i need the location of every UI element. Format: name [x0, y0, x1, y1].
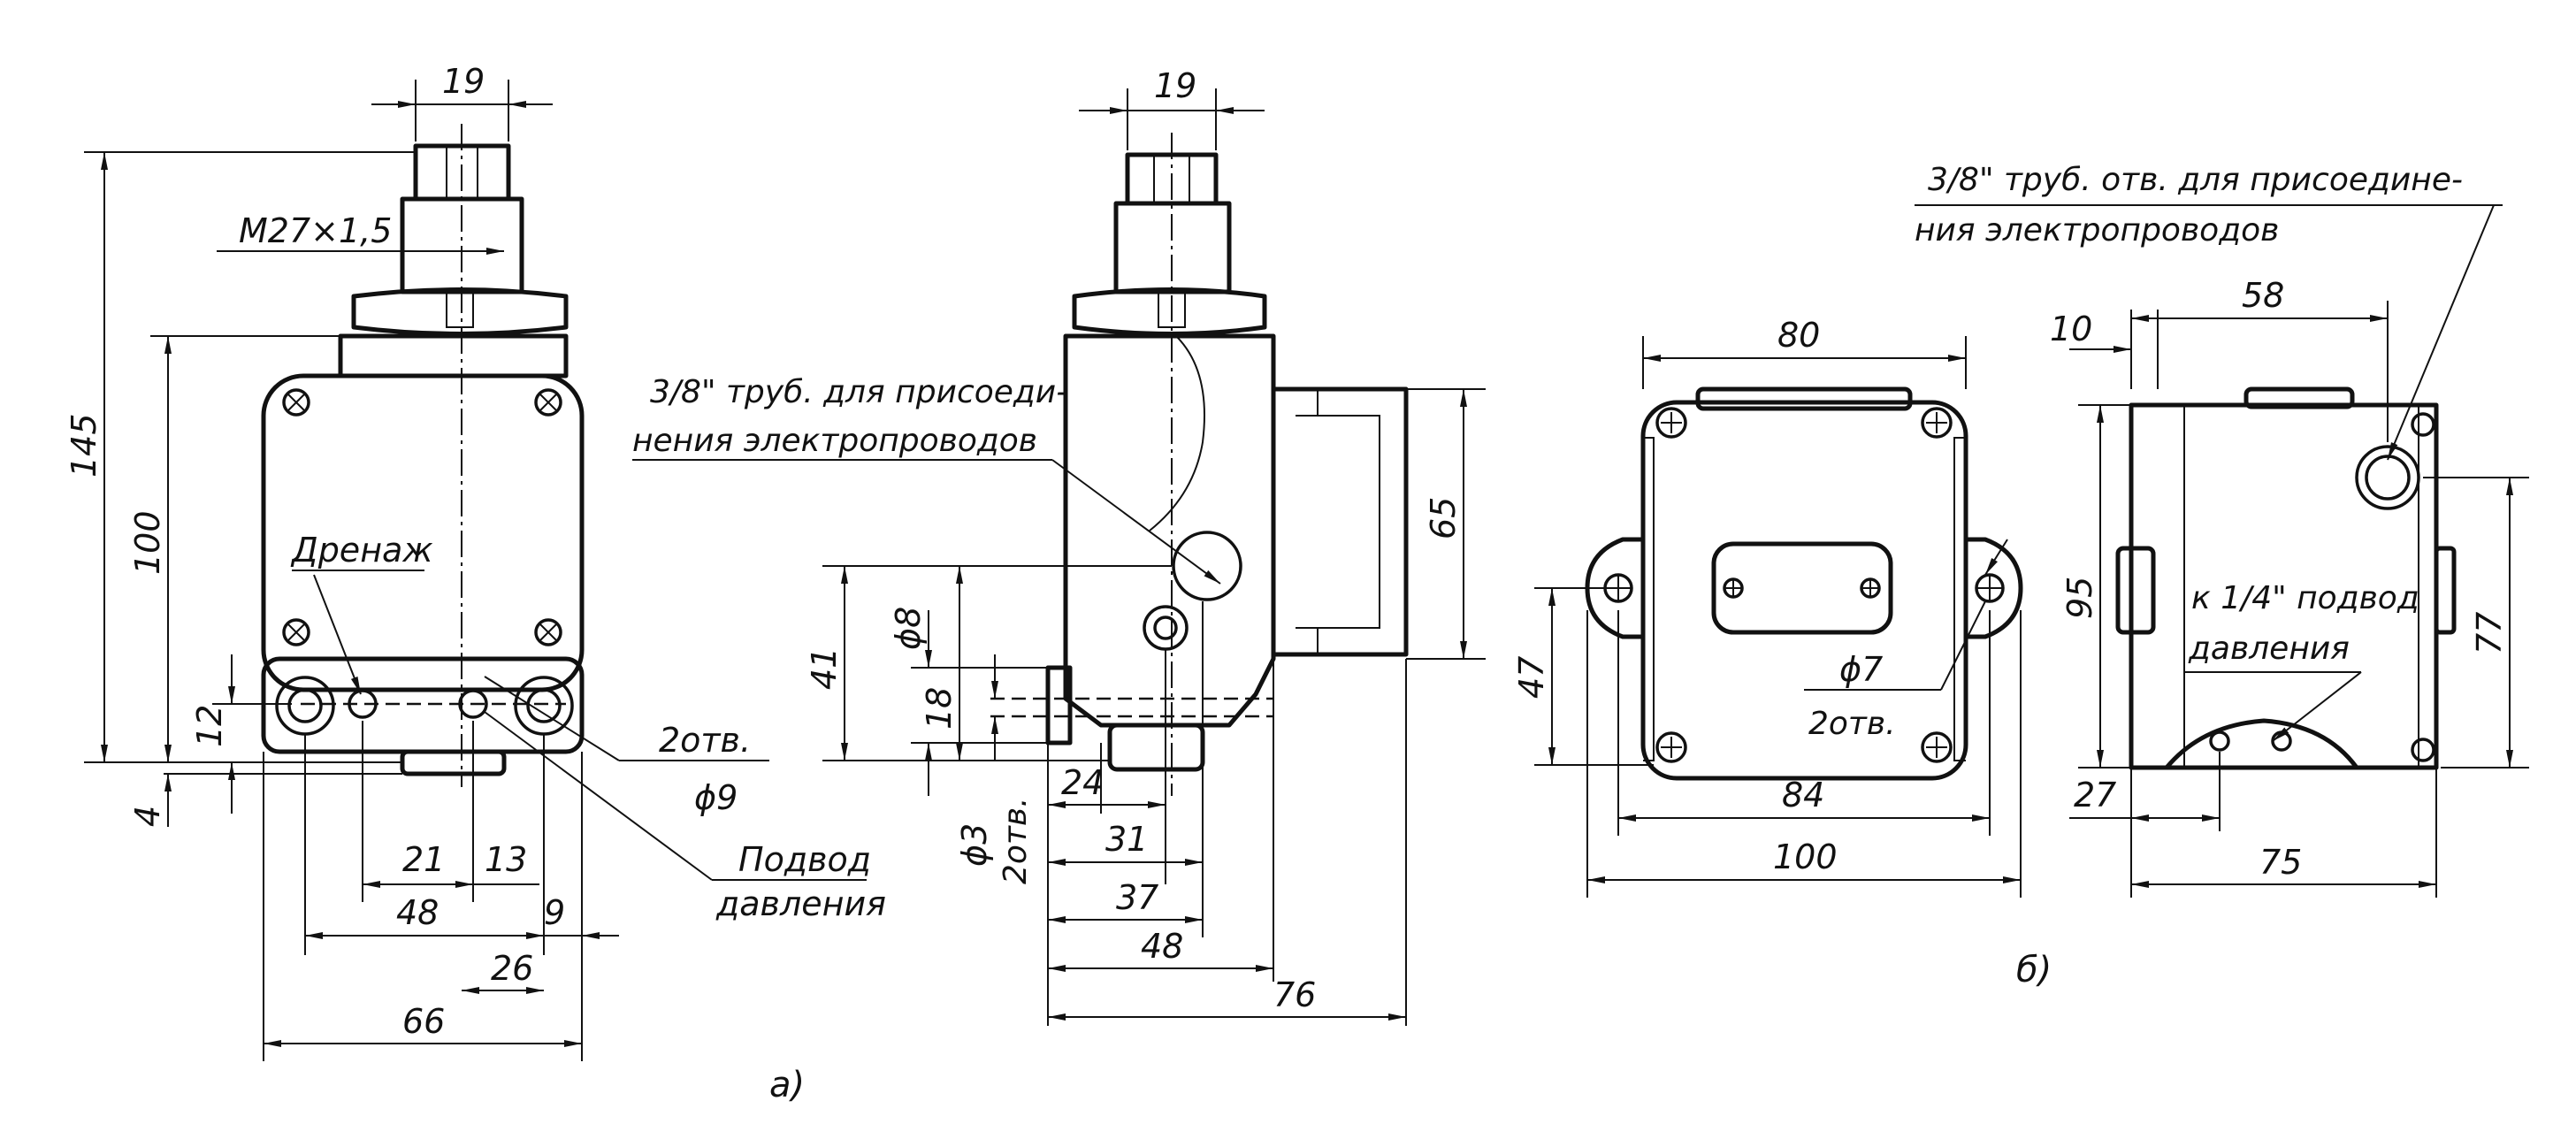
dim-b2-58: 58: [2242, 276, 2284, 315]
dim-b2-27: 27: [2074, 776, 2116, 814]
dim-a2-76: 76: [1273, 975, 1316, 1014]
dim-b1-phi7: ϕ7: [1839, 650, 1883, 689]
dim-a2-65: 65: [1424, 497, 1463, 539]
dim-b2-77: 77: [2470, 612, 2509, 654]
dim-a1-thread: M27×1,5: [239, 211, 392, 250]
dim-a2-41: 41: [805, 647, 844, 690]
dim-b1-100: 100: [1773, 837, 1838, 876]
note-a-conduit-1: 3/8" труб. для присоеди-: [650, 374, 1067, 410]
dim-a1-26: 26: [491, 949, 533, 988]
dim-a1-13: 13: [485, 840, 527, 879]
fig-a-front-view: 19 M27×1,5 145 100 12 4 Дренаж 2отв. ϕ9: [65, 62, 886, 1061]
dim-a1-66: 66: [402, 1002, 445, 1041]
label-dia9: ϕ9: [694, 778, 738, 817]
dim-b1-84: 84: [1782, 776, 1824, 814]
dim-a1-100: 100: [128, 510, 167, 575]
dim-a2-31: 31: [1105, 820, 1148, 859]
fig-b-front-view: 80 47 ϕ7 2отв. 84 100: [1512, 316, 2023, 898]
label-b-pressure-1: к 1/4" подвод: [2191, 580, 2419, 616]
dim-a1-21: 21: [402, 840, 445, 879]
dim-b2-75: 75: [2259, 843, 2302, 882]
note-a-conduit-2: нения электропроводов: [632, 423, 1037, 459]
dim-a2-19: 19: [1154, 66, 1196, 105]
dim-a1-145: 145: [65, 413, 103, 478]
dim-a2-37: 37: [1116, 878, 1158, 917]
dim-a2-2holes: 2отв.: [998, 797, 1034, 884]
caption-b: б): [2016, 950, 2052, 990]
dim-a2-24: 24: [1061, 763, 1104, 802]
note-b-conduit-1: 3/8" труб. отв. для присоедине-: [1928, 162, 2463, 198]
fig-a-side-view: 19 3/8" труб. для присоеди- нения электр…: [632, 66, 1486, 1026]
dim-b2-10: 10: [2050, 310, 2092, 348]
dim-a2-48: 48: [1141, 927, 1183, 966]
dim-a1-48: 48: [396, 893, 439, 932]
dim-b1-80: 80: [1777, 316, 1820, 355]
dim-a1-12: 12: [190, 705, 229, 747]
fig-b-side-view: 3/8" труб. отв. для присоедине- ния элек…: [1915, 162, 2529, 898]
label-pressure-1: Подвод: [738, 840, 871, 879]
dim-a1-4: 4: [128, 806, 167, 827]
label-pressure-2: давления: [715, 884, 886, 923]
dim-a2-phi8: ϕ8: [889, 607, 928, 650]
dim-a2-18: 18: [920, 687, 959, 730]
label-drain: Дренаж: [290, 531, 433, 570]
caption-a: а): [769, 1065, 805, 1105]
dim-a1-19: 19: [442, 62, 485, 101]
label-2holes: 2отв.: [659, 721, 751, 760]
dim-a2-phi3: ϕ3: [955, 823, 994, 867]
dim-a1-9: 9: [544, 893, 565, 932]
dim-b1-2holes: 2отв.: [1808, 706, 1896, 742]
dim-b1-47: 47: [1512, 656, 1551, 699]
cover-screws: [282, 388, 562, 646]
dim-b2-95: 95: [2060, 577, 2099, 619]
label-b-pressure-2: давления: [2188, 631, 2350, 667]
note-b-conduit-2: ния электропроводов: [1915, 212, 2279, 249]
